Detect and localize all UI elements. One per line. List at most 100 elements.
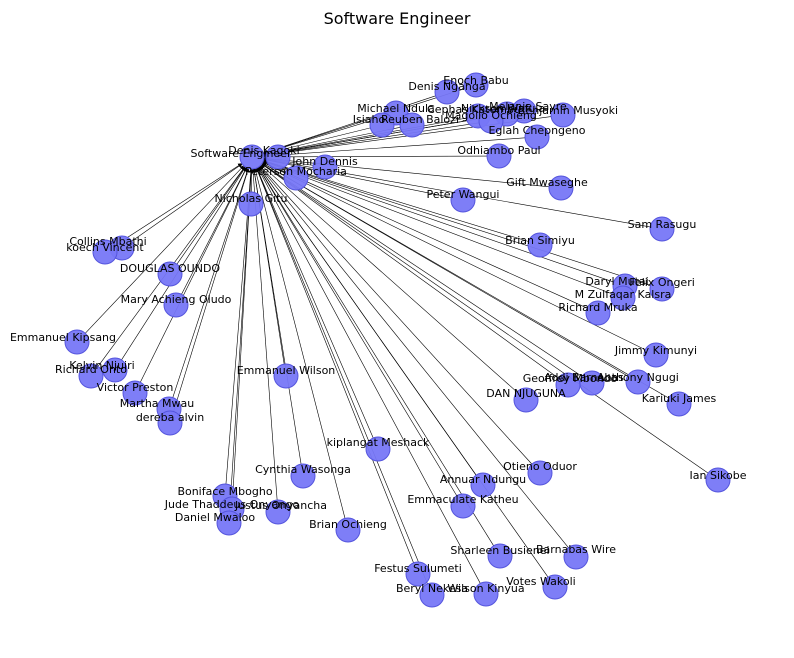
node-nicholas-gitu (238, 191, 264, 217)
node-label-boniface-mbogho: Boniface Mbogho (177, 485, 272, 498)
node-label-annuar-ndungu: Annuar Ndungu (440, 473, 526, 486)
node-daniel-mwaloo (216, 510, 242, 536)
node-isiaho (369, 112, 395, 138)
edge-sharleen-busienei (258, 166, 494, 546)
node-label-peter-wangui: Peter Wangui (426, 188, 499, 201)
edge-emmanuel-kipsang (85, 165, 245, 334)
node-peter-wangui (450, 187, 476, 213)
node-cynthia-wasonga (290, 463, 316, 489)
edge-beryl-nekesa (256, 167, 428, 585)
edge-votes-wakoli (258, 166, 549, 578)
node-addi-barnabas (579, 370, 605, 396)
node-otieno-oduor (527, 460, 553, 486)
edge-otieno-oduor (259, 165, 533, 465)
edge-kiplangat-meshack (256, 167, 374, 439)
node-label-ian-sikobe: Ian Sikobe (690, 469, 747, 482)
node-sharleen-busienei (487, 543, 513, 569)
chart-title: Software Engineer (324, 9, 471, 28)
node-label-gift-mwaseghe: Gift Mwaseghe (506, 176, 588, 189)
node-dereba-alvin (157, 410, 183, 436)
node-brian-simiyu (527, 232, 553, 258)
edge-gift-mwaseghe (263, 156, 550, 188)
node-votes-wakoli (542, 574, 568, 600)
node-victor-preston (122, 380, 148, 406)
node-annuar-ndungu (470, 472, 496, 498)
node-jimmy-kimunyi (643, 342, 669, 368)
node-label-koech-vincent: koech Vincent (66, 241, 144, 254)
edge-m-zulfaqar-kalsra (262, 160, 612, 295)
edge-victor-preston (140, 167, 247, 383)
node-enoch-babu (463, 72, 489, 98)
node-sam-rasugu (649, 216, 675, 242)
node-label-geoffrey-mbondo: Geoffrey Mbondo (523, 372, 618, 385)
node-label-melanie-sayre: Melanie Sayre (489, 100, 567, 113)
node-label-emmaculate-katheu: Emmaculate Katheu (407, 493, 518, 506)
node-label-denis-kagoki: Denis Kagoki (228, 144, 299, 157)
node-label-douglas-oundo: DOUGLAS OUNDO (120, 262, 220, 275)
node-label-enoch-babu: Enoch Babu (443, 74, 508, 87)
node-label-odhiambo-paul: Odhiambo Paul (457, 144, 540, 157)
node-emmanuel-kipsang (64, 329, 90, 355)
node-label-sharleen-busienei: Sharleen Busienei (450, 544, 549, 557)
node-emmanuel-wilson (273, 363, 299, 389)
node-richard-onto (78, 363, 104, 389)
edge-dereba-alvin (173, 168, 250, 412)
edge-jimmy-kimunyi (262, 162, 646, 350)
edge-brian-ochieng (253, 168, 346, 519)
node-justus-onyancha (265, 499, 291, 525)
edge-ian-sikobe (261, 163, 709, 474)
node-benjamin-musyoki (550, 102, 576, 128)
node-richard-mruka (585, 300, 611, 326)
node-kiplangat-meshack (365, 436, 391, 462)
edge-douglas-oundo (176, 166, 246, 265)
node-emmaculate-katheu (450, 493, 476, 519)
node-label-collins-mbathi: Collins Mbathi (69, 235, 146, 248)
edge-koech-vincent (114, 163, 243, 246)
node-label-eglah-chepngeno: Eglah Chepngeno (488, 124, 585, 137)
node-label-daryl-mutai: Daryl Mutai (585, 275, 648, 288)
node-mary-achieng-oludo (163, 292, 189, 318)
node-festus-sulumeti (405, 561, 431, 587)
node-m-zulfaqar-kalsra (610, 285, 636, 311)
node-peterson-mocharia (283, 165, 309, 191)
edge-denis-nganga (262, 95, 436, 155)
node-label-votes-wakoli: Votes Wakoli (506, 575, 575, 588)
edge-boniface-mbogho (225, 168, 253, 485)
node-label-cephas-katembu: Cephas Katembu (427, 103, 521, 116)
node-label-wilson-kinyua: Wilson Kinyua (447, 582, 524, 595)
edge-felix-ongeri (263, 159, 651, 286)
node-eglah-chepngeno (524, 124, 550, 150)
edge-daniel-mwaloo (229, 168, 254, 512)
node-label-felix-ongeri: Felix Ongeri (629, 276, 695, 289)
node-label-reuben-balozi: Reuben Balozi (381, 113, 459, 126)
node-label-justus-onyancha: Justus Onyancha (234, 499, 327, 512)
node-odhiambo-paul (486, 143, 512, 169)
node-label-sam-rasugu: Sam Rasugu (628, 218, 697, 231)
node-label-benjamin-musyoki: Benjamin Musyoki (518, 104, 618, 117)
node-kelvin-njuiri (102, 357, 128, 383)
node-label-m-zulfaqar-kalsra: M Zulfaqar Kalsra (575, 288, 672, 301)
node-felix-ongeri (649, 276, 675, 302)
node-gift-mwaseghe (548, 175, 574, 201)
node-label-denis-nganga: Denis Nganga (408, 80, 485, 93)
node-label-software-engineer: Software Engineer (191, 147, 292, 160)
node-label-mary-achieng-oludo: Mary Achieng Oludo (121, 293, 232, 306)
node-douglas-oundo (157, 261, 183, 287)
edge-addi-barnabas (261, 163, 583, 377)
node-label-magollo-ochieng: Magollo Ochieng (445, 109, 537, 122)
node-label-peterson-mocharia: Peterson Mocharia (245, 165, 347, 178)
edge-richard-mruka (262, 161, 588, 309)
node-label-anthony-ngugi: Anthony Ngugi (597, 371, 679, 384)
node-brian-ochieng (335, 517, 361, 543)
edge-barnabas-wire (259, 165, 569, 548)
edge-daryl-mutai (262, 160, 614, 283)
node-ian-sikobe (705, 467, 731, 493)
edge-justus-onyancha (251, 168, 278, 501)
node-label-addi-barnabas: Addi Barnabas (544, 371, 624, 384)
node-label-john-dennis: John Dennis (291, 155, 358, 168)
node-barnabas-wire (563, 544, 589, 570)
node-label-kiplangat-meshack: kiplangat Meshack (327, 436, 430, 449)
node-reuben-balozi (399, 112, 425, 138)
node-label-nickson-wafula: Nickson Wafula (461, 102, 545, 115)
